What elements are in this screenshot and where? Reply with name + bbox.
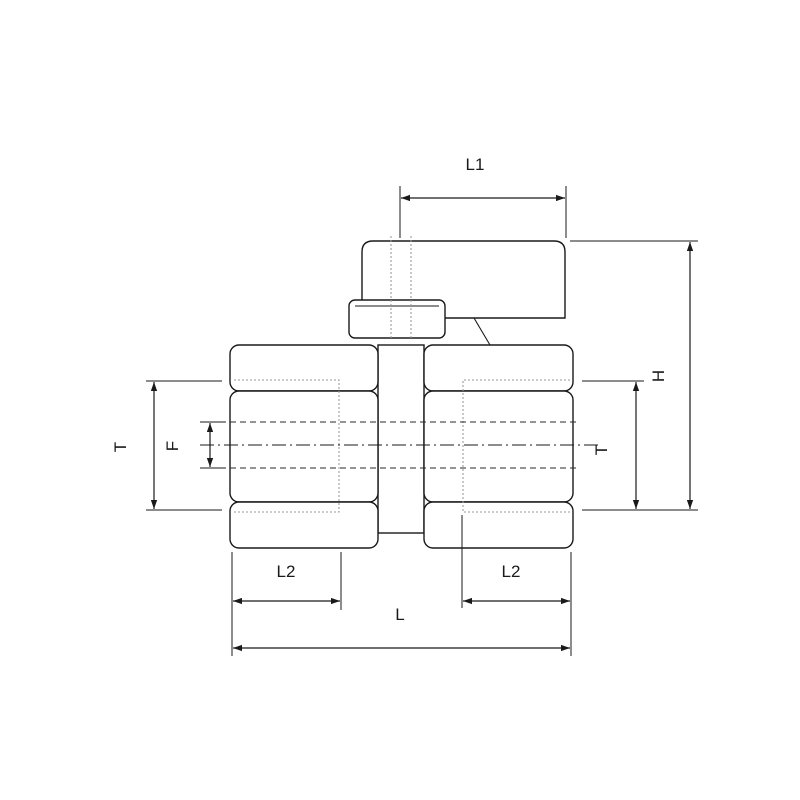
left-thread-hidden bbox=[234, 379, 340, 513]
dimension-L2-left: L2 bbox=[231, 552, 342, 610]
dimension-L2-right: L2 bbox=[461, 515, 572, 656]
label-L1: L1 bbox=[466, 155, 485, 174]
dimension-T-left: T bbox=[111, 380, 222, 511]
dimension-H: H bbox=[570, 240, 698, 511]
body-center-stem bbox=[377, 344, 425, 534]
label-T-right: T bbox=[592, 445, 611, 455]
dimension-F: F bbox=[163, 421, 225, 469]
dimension-L: L bbox=[231, 605, 570, 656]
label-L2-right: L2 bbox=[502, 562, 521, 581]
label-L2-left: L2 bbox=[277, 562, 296, 581]
dimension-L1: L1 bbox=[399, 155, 567, 238]
label-T-left: T bbox=[111, 442, 130, 452]
stem-nut bbox=[348, 299, 446, 339]
right-hex-body bbox=[423, 344, 574, 549]
handle-lever bbox=[361, 240, 566, 319]
left-hex-body bbox=[229, 344, 379, 549]
handle-slope bbox=[473, 317, 491, 346]
label-F: F bbox=[163, 441, 182, 451]
valve-handle bbox=[348, 236, 566, 346]
label-H: H bbox=[649, 370, 668, 382]
dimension-T-right: T bbox=[582, 380, 644, 511]
label-L: L bbox=[395, 605, 404, 624]
valve-body bbox=[200, 344, 600, 549]
right-thread-hidden bbox=[462, 379, 570, 513]
